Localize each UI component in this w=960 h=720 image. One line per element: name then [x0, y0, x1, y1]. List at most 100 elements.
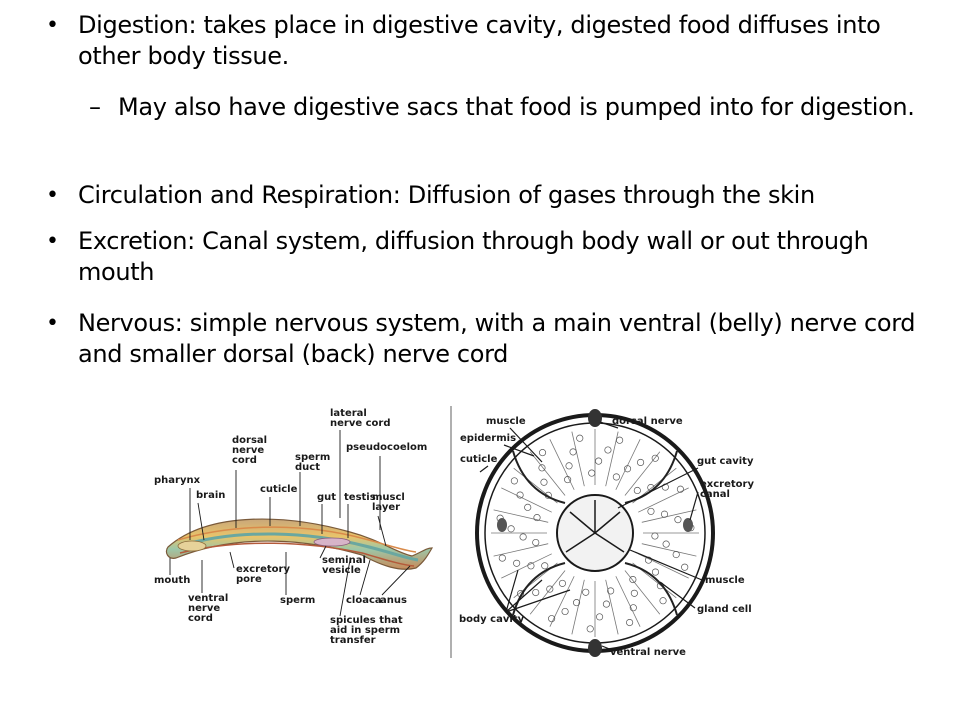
texture-cell	[582, 588, 590, 596]
texture-cell	[565, 462, 573, 470]
label-line: nerve	[188, 603, 220, 614]
label-line: pharynx	[154, 475, 201, 486]
texture-cell	[564, 476, 572, 484]
label-line: testis	[344, 492, 376, 503]
label-pharynx: pharynx	[154, 475, 201, 486]
texture-stroke	[501, 553, 552, 579]
bullet-item: •Digestion: takes place in digestive cav…	[46, 10, 918, 72]
texture-stroke	[641, 509, 697, 523]
label-line: layer	[372, 502, 400, 513]
texture-stroke	[493, 543, 549, 557]
label-line: cuticle	[460, 454, 498, 465]
bullet-marker: •	[46, 229, 59, 254]
bullet-marker: •	[46, 311, 59, 336]
texture-cell	[561, 607, 569, 616]
label-line: nerve	[232, 445, 264, 456]
texture-stroke	[529, 570, 566, 615]
leader-line	[601, 645, 613, 651]
texture-cell	[507, 525, 515, 533]
texture-cell	[633, 486, 641, 495]
bullet-marker: •	[46, 183, 59, 208]
label-line: pore	[236, 574, 262, 585]
section-leader-lines	[479, 421, 703, 651]
texture-stroke	[549, 576, 575, 627]
label-line: cord	[232, 455, 257, 466]
leader-line	[377, 515, 387, 547]
leader-line	[339, 559, 351, 617]
texture-stroke	[641, 543, 697, 557]
leader-line	[505, 589, 571, 613]
label-line: epidermis	[460, 433, 516, 444]
label-line: aid in sperm	[330, 625, 400, 636]
label-cloaca: cloaca	[346, 595, 382, 606]
label-line: sperm	[295, 452, 330, 463]
texture-stroke	[501, 487, 552, 513]
label-gut: gut	[317, 492, 336, 503]
texture-cell	[596, 613, 604, 621]
texture-cell	[626, 618, 634, 627]
label-line: muscle	[705, 575, 745, 586]
leader-line	[197, 502, 205, 541]
label-ventral-nerve: ventral nerve	[610, 647, 686, 658]
texture-stroke	[571, 579, 585, 635]
label-line: pseudocoelom	[346, 442, 427, 453]
texture-cell	[532, 538, 540, 547]
texture-stroke	[615, 439, 641, 490]
worm-ventral-cord	[179, 542, 415, 567]
label-muscle-top: muscle	[486, 416, 526, 427]
label-line: gut	[317, 492, 336, 503]
label-epidermis: epidermis	[460, 433, 516, 444]
texture-cell	[644, 556, 653, 564]
leader-line	[505, 579, 543, 613]
label-line: brain	[196, 490, 225, 501]
texture-cell	[527, 562, 535, 570]
texture-cell	[612, 473, 620, 481]
muscle-quadrant-edge	[512, 450, 566, 504]
texture-cell	[647, 507, 655, 515]
texture-cell	[651, 454, 659, 462]
texture-cell	[538, 449, 547, 457]
texture-cell	[533, 514, 541, 522]
texture-cell	[558, 579, 566, 587]
worm-leader-lines	[169, 430, 411, 617]
texture-cell	[586, 625, 594, 633]
label-line: sperm	[280, 595, 315, 606]
label-line: muscle	[486, 416, 526, 427]
bullet-text: Nervous: simple nervous system, with a m…	[78, 309, 916, 368]
texture-cell	[541, 562, 549, 570]
label-line: transfer	[330, 635, 376, 646]
label-testis: testis	[344, 492, 376, 503]
worm-dorsal-cord	[177, 526, 417, 553]
texture-cell	[602, 600, 610, 608]
label-line: spicules that	[330, 615, 403, 626]
dash-marker: –	[89, 93, 101, 121]
label-line: lateral	[330, 408, 367, 419]
texture-cell	[516, 491, 524, 499]
label-line: seminal	[322, 555, 366, 566]
label-dorsal-nerve: dorsal nerve	[612, 416, 683, 427]
texture-cell	[604, 446, 612, 454]
texture-stroke	[624, 570, 661, 615]
label-line: canal	[700, 489, 730, 500]
texture-cell	[607, 587, 615, 595]
label-line: vesicle	[322, 565, 361, 576]
section-dorsal-nerve	[588, 409, 602, 427]
texture-cell	[548, 615, 556, 623]
texture-stroke	[638, 487, 689, 513]
worm-pharynx	[177, 540, 207, 552]
label-line: ventral nerve	[610, 647, 686, 658]
texture-stroke	[605, 431, 619, 487]
bullet-item: –May also have digestive sacs that food …	[89, 92, 918, 123]
texture-cell	[672, 550, 680, 559]
label-line: excretory	[236, 564, 290, 575]
label-line: anus	[380, 595, 407, 606]
label-line: ventral	[188, 593, 228, 604]
leader-line	[319, 545, 327, 559]
